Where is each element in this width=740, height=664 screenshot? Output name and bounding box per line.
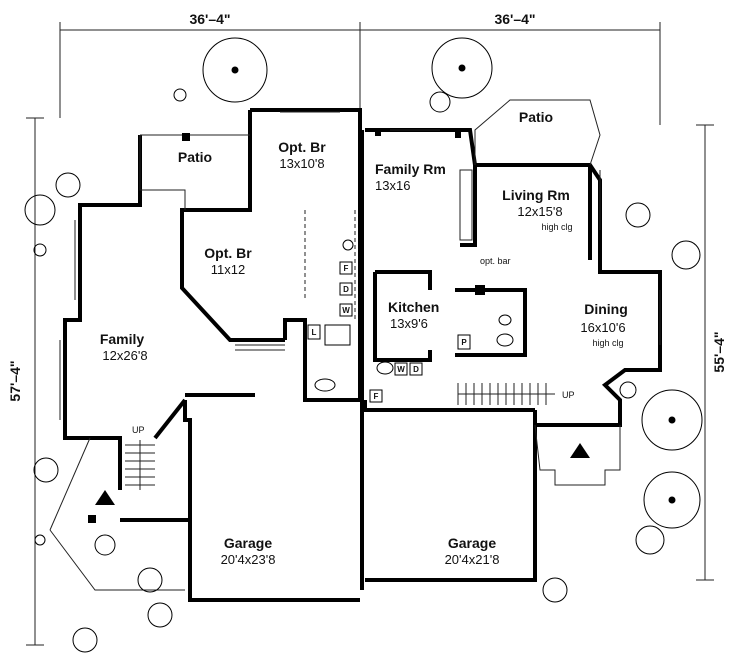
fixture-d-upper: D [343,285,349,294]
dim-left-side: 57'–4" [7,360,23,401]
fixture-f-lower: F [374,392,379,401]
wall-details [49,99,661,591]
up-label-right: UP [562,390,575,400]
room-family-rm-size: 13x16 [375,178,410,193]
room-family-left: Family [100,331,145,347]
fixture-d-lower: D [413,365,419,374]
room-garage-left: Garage [224,535,272,551]
stairs-left [125,440,155,490]
landscape-trees [24,37,703,653]
room-opt-br-lower: Opt. Br [204,245,252,261]
room-garage-left-size: 20'4x23'8 [221,552,276,567]
stairs-right [457,383,555,405]
fixture-f-upper: F [344,264,349,273]
dim-top-right: 36'–4" [494,11,535,27]
entry-marker-left [95,490,115,505]
room-living-rm-note: high clg [541,222,572,232]
room-family-left-size: 12x26'8 [102,348,147,363]
fixture-w-lower: W [397,365,405,374]
entry-marker-right [570,443,590,458]
room-opt-br-upper-size: 13x10'8 [279,156,324,171]
room-living-rm: Living Rm [502,187,570,203]
dim-top-left: 36'–4" [189,11,230,27]
room-dining: Dining [584,301,628,317]
room-garage-right: Garage [448,535,496,551]
room-kitchen-size: 13x9'6 [390,316,428,331]
opt-bar-label: opt. bar [480,256,511,266]
walls [63,108,662,602]
room-living-rm-size: 12x15'8 [517,204,562,219]
room-opt-br-upper: Opt. Br [278,139,326,155]
up-label-left: UP [132,425,145,435]
room-dining-note: high clg [592,338,623,348]
fixture-p: P [461,338,467,347]
fixture-w-upper: W [342,306,350,315]
room-dining-size: 16x10'6 [580,320,625,335]
room-opt-br-lower-size: 11x12 [211,262,245,277]
room-family-rm: Family Rm [375,161,446,177]
wall-blocks [88,130,485,523]
room-kitchen: Kitchen [388,299,439,315]
dim-right-side: 55'–4" [711,331,727,372]
dimension-lines [26,22,714,646]
fixtures [307,239,514,403]
room-patio-left: Patio [178,149,212,165]
room-garage-right-size: 20'4x21'8 [445,552,500,567]
room-patio-right: Patio [519,109,553,125]
fixture-l: L [312,328,317,337]
